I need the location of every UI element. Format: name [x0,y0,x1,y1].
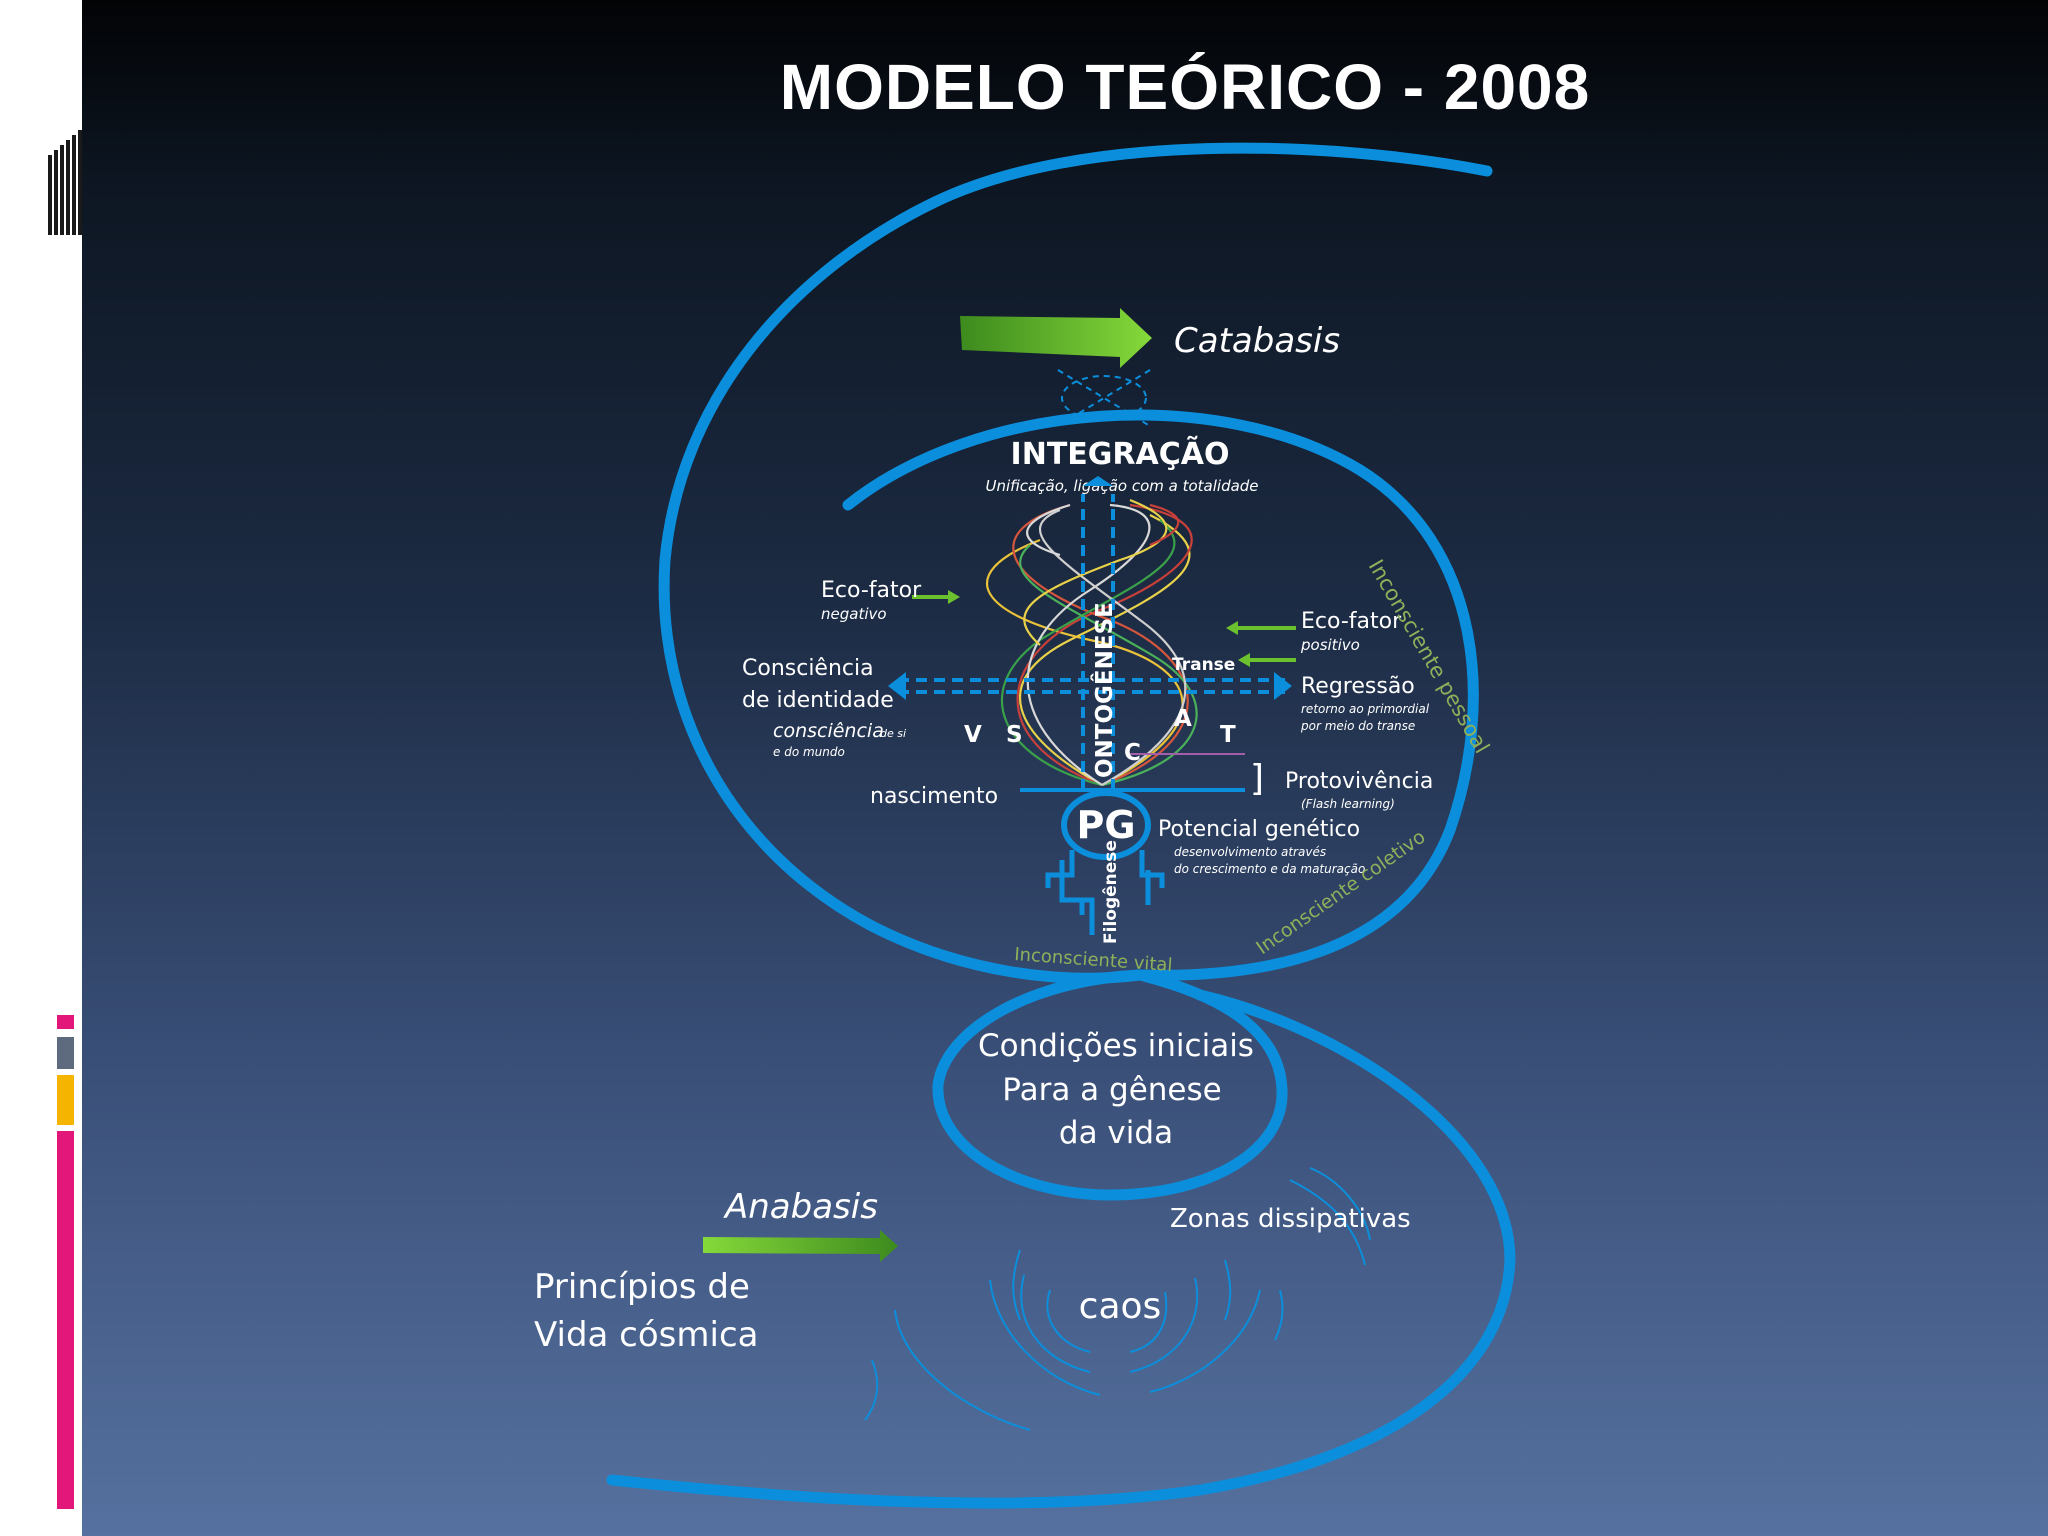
catabasis-label: Catabasis [1174,321,1340,361]
eco-negativo-label: Eco-fator [821,578,922,603]
nascimento-label: nascimento [870,784,998,809]
protovivencia-bracket: ] [1250,758,1264,799]
axis-arrow-right [1274,672,1292,700]
potencial-label: Potencial genético [1158,817,1360,842]
integracao-subtitle: Unificação, ligação com a totalidade [985,477,1258,495]
consciencia-mundo-label: e do mundo [773,745,845,759]
spiral-outer-upper [664,148,1487,978]
principios-line-2: Vida cósmica [534,1315,759,1355]
consciencia-si-small: de si [880,727,906,740]
ontogenese-label: ONTOGÊNESE [1090,602,1118,778]
integracao-label: INTEGRAÇÃO [1011,435,1230,472]
regressao-label: Regressão [1301,674,1415,699]
potencial-sub-2: do crescimento e da maturação [1174,862,1365,876]
transe-label: Transe [1172,655,1235,675]
consciencia-si-label: consciência [773,720,884,742]
catabasis-arrow [960,308,1152,368]
regressao-sub-1: retorno ao primordial [1301,702,1430,716]
protovivencia-label: Protovivência [1285,769,1433,794]
consciencia-label-1: Consciência [742,656,874,681]
letter-v: V [964,722,982,748]
anabasis-arrow [703,1230,898,1262]
letter-a: A [1174,706,1192,732]
principios-line-1: Princípios de [534,1267,750,1307]
condicoes-line-3: da vida [1059,1115,1173,1151]
letter-s: S [1006,722,1023,748]
condicoes-line-1: Condições iniciais [978,1028,1254,1064]
letter-c: C [1124,740,1141,766]
letter-t: T [1220,722,1236,748]
eco-positivo-sub: positivo [1300,636,1360,654]
regressao-sub-2: por meio do transe [1300,719,1415,733]
consciencia-label-2: de identidade [742,688,894,713]
eco-negativo-sub: negativo [821,605,887,623]
condicoes-line-2: Para a gênese [1002,1072,1221,1108]
anabasis-label: Anabasis [723,1187,878,1227]
eco-positivo-label: Eco-fator [1301,609,1402,634]
zonas-dissipativas-label: Zonas dissipativas [1170,1204,1411,1234]
protovivencia-sub: (Flash learning) [1301,797,1395,811]
caos-label: caos [1079,1286,1162,1327]
filogenese-label: Filogênese [1101,840,1121,944]
potencial-sub-1: desenvolvimento através [1174,845,1326,859]
